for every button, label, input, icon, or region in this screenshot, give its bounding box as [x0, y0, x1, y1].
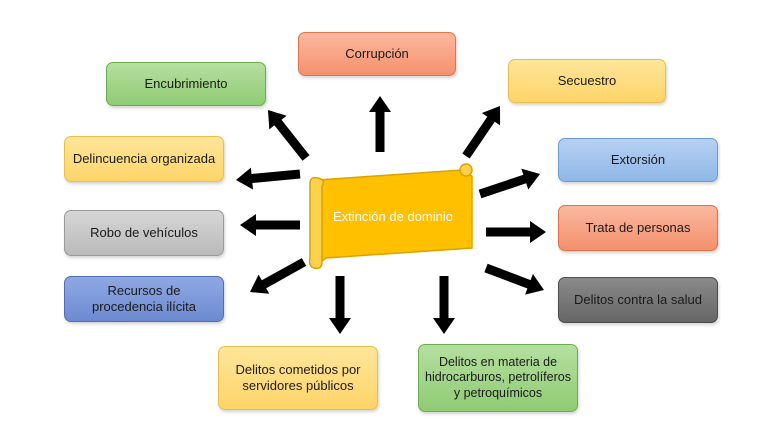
arrow-extorsion — [478, 168, 540, 199]
node-extorsion: Extorsión — [558, 138, 718, 182]
arrow-delincuencia — [236, 167, 301, 190]
node-delincuencia-organizada: Delincuencia organizada — [64, 136, 224, 182]
arrow-hidrocarburos — [433, 276, 455, 334]
arrow-salud — [484, 263, 544, 295]
node-delitos-contra-la-salud: Delitos contra la salud — [558, 277, 718, 323]
arrow-corrupcion — [369, 96, 391, 152]
node-delitos-hidrocarburos: Delitos en materia de hidrocarburos, pet… — [418, 344, 578, 412]
node-robo-de-vehiculos: Robo de vehículos — [64, 210, 224, 256]
node-recursos-procedencia-ilicita: Recursos de procedencia ilícita — [64, 276, 224, 322]
arrow-recursos — [250, 258, 307, 294]
node-delitos-servidores-publicos: Delitos cometidos por servidores público… — [218, 346, 378, 410]
center-label: Extinción de dominio — [333, 208, 453, 224]
node-secuestro: Secuestro — [508, 59, 666, 103]
arrow-trata — [486, 221, 546, 243]
arrow-robo — [240, 214, 300, 236]
arrow-encubrimiento — [268, 110, 310, 161]
node-trata-de-personas: Trata de personas — [558, 205, 718, 251]
arrow-secuestro — [462, 106, 501, 159]
arrow-servidores — [329, 276, 351, 334]
node-encubrimiento: Encubrimiento — [106, 62, 266, 106]
node-corrupcion: Corrupción — [298, 32, 456, 76]
